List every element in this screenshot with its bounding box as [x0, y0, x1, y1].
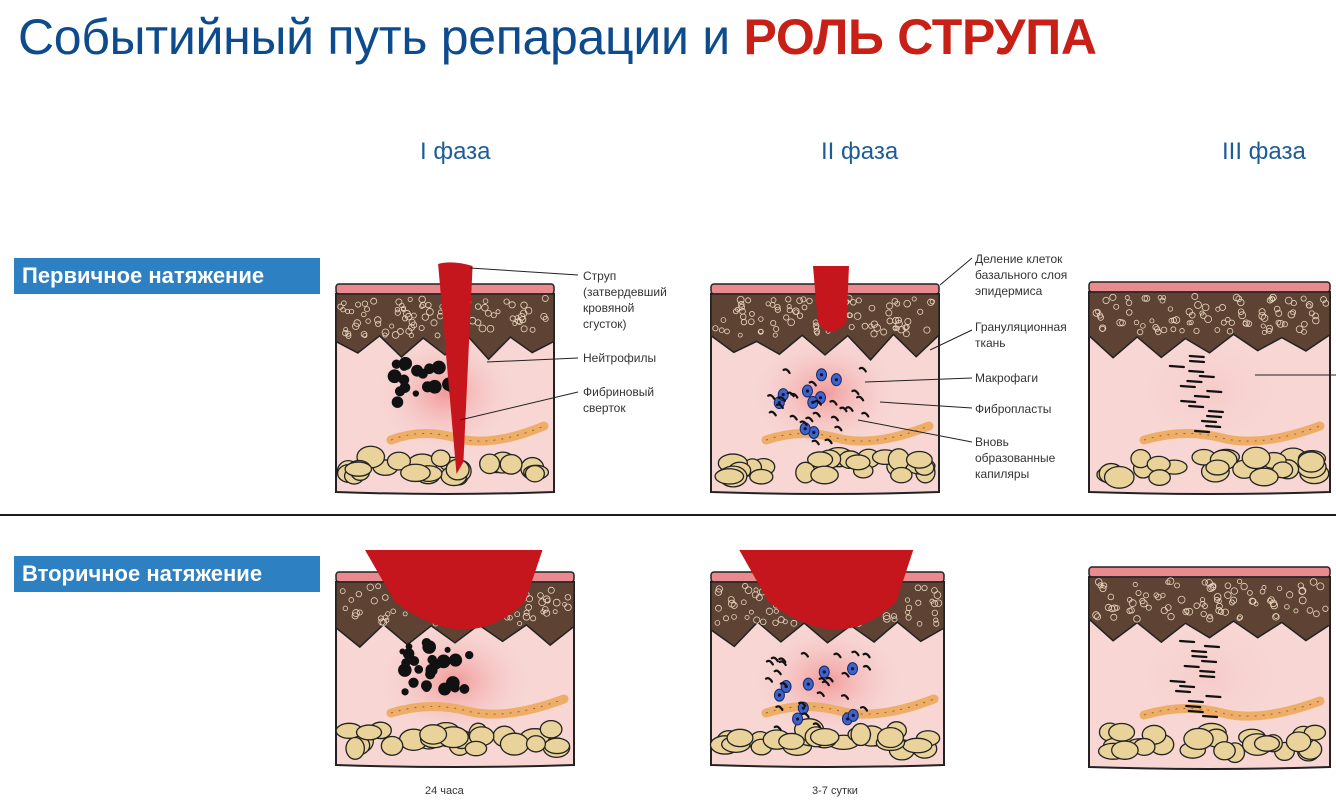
- secondary-phase-3-illustration: [1088, 566, 1331, 770]
- phase-2-label: II фаза: [821, 138, 899, 165]
- callout-basal-cell-division: Деление клеток базального слоя эпидермис…: [975, 252, 1068, 298]
- callout-neutrophils: Нейтрофилы: [583, 351, 657, 365]
- primary-phase-1-illustration: [335, 262, 555, 495]
- time-3-7-days: 3-7 сутки: [812, 785, 858, 797]
- secondary-phase-1-illustration: [335, 550, 575, 768]
- row-divider: [0, 514, 1336, 516]
- phase-3-label: III фаза: [1222, 138, 1306, 165]
- secondary-phase-2-illustration: [709, 550, 945, 768]
- primary-phase-3-illustration: [1088, 281, 1331, 495]
- callout-new-capillaries: Вновь образованные капиляры: [975, 435, 1056, 481]
- callout-fibrin-clot: Фибриновый сверток: [583, 385, 655, 415]
- primary-phase-2-illustration: [710, 266, 940, 495]
- page-title: Событийный путь репарации и РОЛЬ СТРУПА: [18, 8, 1097, 66]
- title-accent: РОЛЬ СТРУПА: [743, 9, 1097, 65]
- phase-1-label: I фаза: [420, 138, 491, 165]
- title-main: Событийный путь репарации и: [18, 9, 744, 65]
- time-24h: 24 часа: [425, 785, 464, 797]
- callout-granulation-tissue: Грануляционная ткань: [975, 320, 1067, 350]
- callout-scab: Струп (затвердевший кровяной сгусток): [583, 269, 667, 331]
- callout-fibroblasts: Фибропласты: [975, 402, 1052, 416]
- primary-intention-label: Первичное натяжение: [14, 258, 320, 294]
- secondary-intention-label: Вторичное натяжение: [14, 556, 320, 592]
- callout-macrophages: Макрофаги: [975, 371, 1039, 385]
